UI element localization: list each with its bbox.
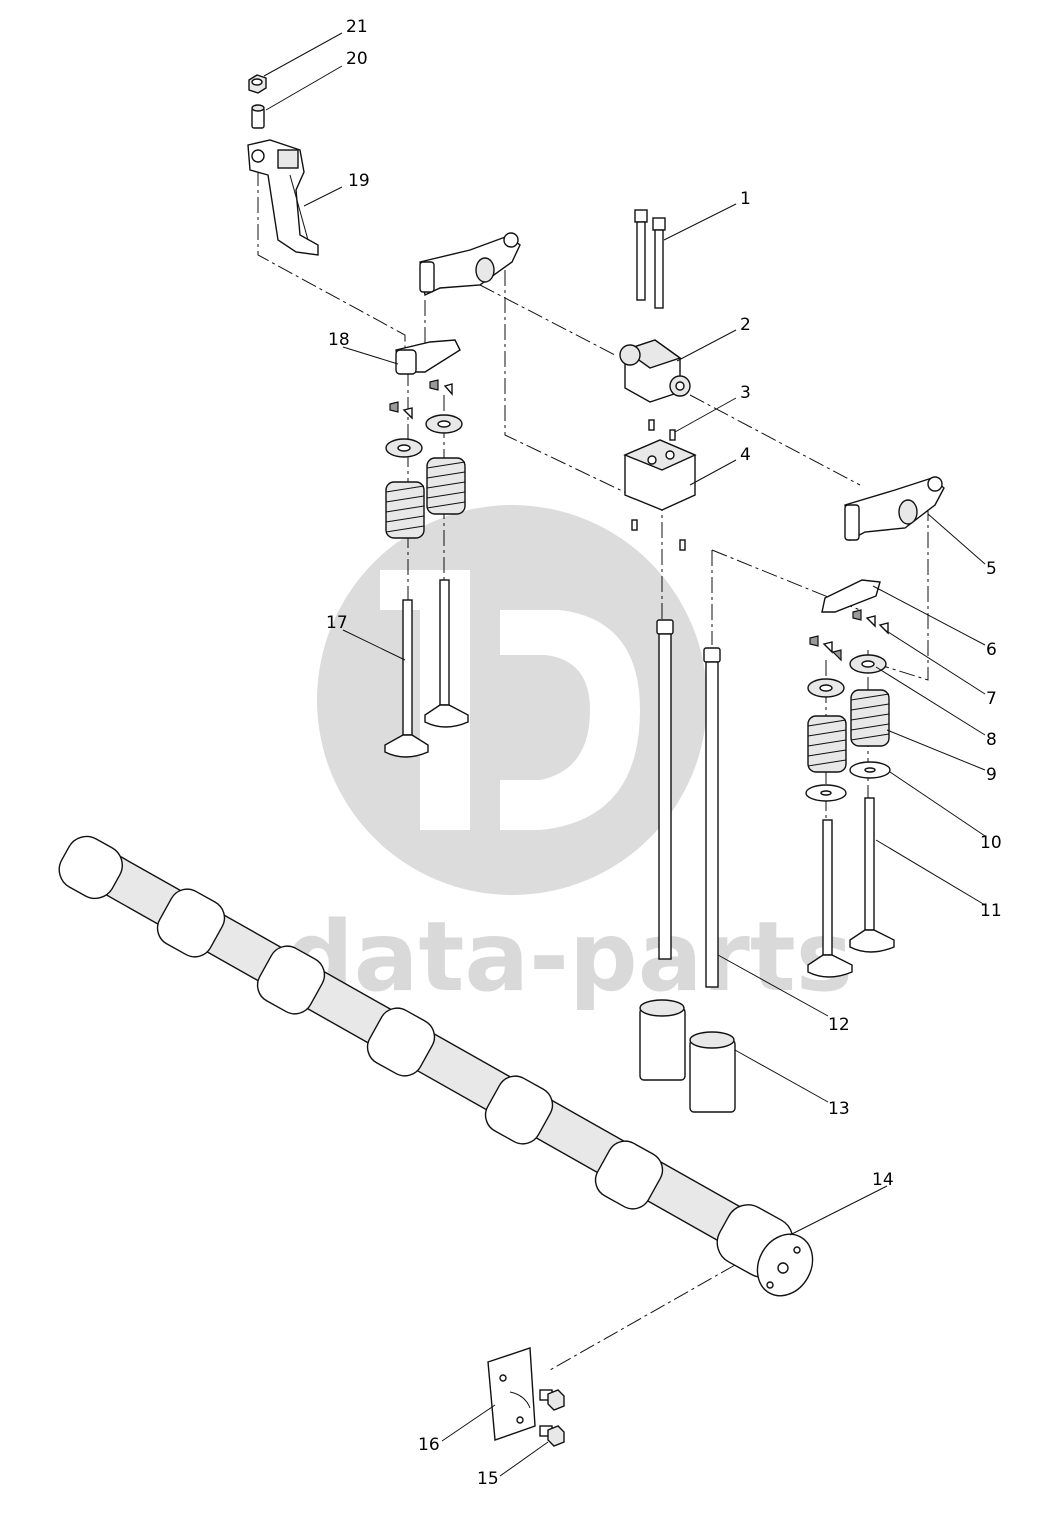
part-17-valves (384, 579, 469, 758)
part-11-valves (807, 797, 895, 978)
callout-19: 19 (348, 171, 370, 191)
part-21-nut (248, 74, 267, 94)
watermark-logo-glyph-right (500, 610, 640, 830)
callout-labels: 21 20 19 1 2 3 4 18 5 6 7 8 9 10 11 17 1… (326, 17, 1002, 1489)
callout-1: 1 (740, 189, 751, 209)
callout-7: 7 (986, 689, 997, 709)
callout-21: 21 (346, 17, 368, 37)
callout-14: 14 (872, 1170, 894, 1190)
callout-16: 16 (418, 1435, 440, 1455)
callout-13: 13 (828, 1099, 850, 1119)
part-3-pins (648, 419, 676, 441)
part-1-bolts (634, 209, 666, 309)
part-14-camshaft (58, 835, 814, 1297)
part-7-valve-keepers (809, 609, 889, 662)
part-20-sleeve (251, 104, 265, 129)
callout-3: 3 (740, 383, 751, 403)
callout-2: 2 (740, 315, 751, 335)
callout-6: 6 (986, 640, 997, 660)
callout-4: 4 (740, 445, 751, 465)
valve-keepers-left (389, 379, 453, 420)
part-15-bolts (539, 1389, 565, 1447)
part-18-rocker (395, 339, 461, 375)
part-19-rocker-bracket (247, 139, 319, 256)
valve-springs-left (385, 457, 466, 539)
watermark: data-parts (285, 505, 853, 1013)
callout-10: 10 (980, 833, 1002, 853)
watermark-text: data-parts (285, 901, 853, 1013)
callout-17: 17 (326, 613, 348, 633)
part-9-valve-springs (807, 689, 890, 773)
callout-18: 18 (328, 330, 350, 350)
part-13-tappets (639, 999, 736, 1113)
part-4-bearing-block (623, 439, 697, 551)
spring-retainers-left (385, 414, 463, 458)
callout-11: 11 (980, 901, 1002, 921)
watermark-logo-disc (317, 505, 707, 895)
part-5-rocker-arm (844, 476, 945, 542)
part-6-valve-bridge (821, 579, 881, 613)
part-16-thrust-plate (487, 1347, 536, 1441)
callout-9: 9 (986, 765, 997, 785)
part-12-pushrods (656, 619, 721, 988)
part-10-washers (805, 761, 891, 802)
part-2-rocker-block (619, 339, 691, 403)
rocker-arm-upper (419, 232, 521, 297)
part-8-spring-retainers (807, 654, 887, 698)
callout-15: 15 (477, 1469, 499, 1489)
callout-12: 12 (828, 1015, 850, 1035)
callout-8: 8 (986, 730, 997, 750)
callout-5: 5 (986, 559, 997, 579)
leader-lines (263, 32, 986, 1477)
callout-20: 20 (346, 49, 368, 69)
